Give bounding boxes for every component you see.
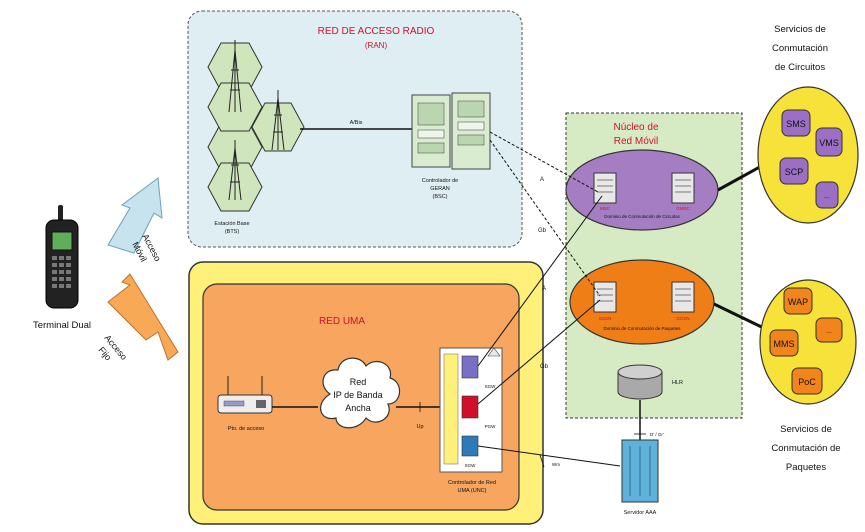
bsc-label-line1: Controlador de	[422, 178, 458, 184]
hlr-label: HLR	[672, 380, 683, 386]
unc-cabinet-icon	[439, 347, 503, 473]
sms-label: SMS	[786, 119, 806, 129]
cs-services-title-line3: de Circuitos	[775, 62, 825, 73]
ip-cloud-line1: Red	[350, 377, 367, 387]
core-title-line1: Núcleo de	[613, 122, 658, 133]
bsc-label-line2: GERAN	[430, 186, 450, 192]
bsc-cabinet-icon	[411, 92, 491, 170]
unc-card2-label: PGW	[485, 424, 497, 429]
mobile-phone-icon	[45, 205, 79, 309]
sgsn-server-icon	[593, 281, 617, 313]
ran-region: RED DE ACCESO RADIO (RAN) Estación Base …	[187, 10, 523, 248]
wap-node	[783, 287, 813, 315]
cs-more-node	[815, 181, 839, 209]
mms-node	[769, 329, 799, 357]
ps-services-ellipse	[759, 279, 857, 405]
up-label: Up	[416, 424, 423, 430]
access-point-icon	[217, 376, 273, 414]
unc-card3-label: SGW	[465, 463, 477, 468]
ps-services: WAP MMS ... PoC Servicios de Conmutación…	[759, 279, 857, 473]
cs-domain-caption: Dominio de Conmutación de Circuitos	[604, 214, 680, 219]
poc-node	[791, 367, 823, 395]
core-title-line2: Red Móvil	[614, 136, 658, 147]
ps-services-title-line3: Paquetes	[786, 462, 826, 473]
tower-icon	[228, 40, 242, 113]
hlr-database-icon	[617, 364, 663, 400]
bsc-label-line3: (BSC)	[433, 194, 448, 200]
poc-label: PoC	[798, 377, 816, 387]
uma-title: RED UMA	[319, 316, 365, 327]
unc-sgsn-link	[477, 299, 601, 405]
bts-label-line1: Estación Base	[214, 221, 249, 227]
unc-label-line1: Controlador de Red	[448, 480, 496, 486]
ip-cloud-icon	[320, 357, 401, 429]
bts-label-line2: (BTS)	[225, 229, 240, 235]
ps-services-title-line1: Servicios de	[780, 424, 832, 435]
tower-icon	[228, 140, 242, 201]
ap-label: Pto. de acceso	[228, 426, 264, 432]
abis-label: A/Bis	[350, 120, 363, 126]
aaa-server-icon	[621, 439, 659, 503]
cs-services-title-line2: Conmutación	[772, 43, 828, 54]
gmsc-label: GMSC	[676, 206, 690, 211]
unc-card1-label: SGW	[485, 384, 497, 389]
dual-terminal: Terminal Dual	[33, 205, 91, 331]
ggsn-label: GGSN	[676, 316, 689, 321]
ip-cloud-line3: Ancha	[345, 403, 371, 413]
ran-title-line2: (RAN)	[365, 41, 388, 50]
ps-domain-caption: Dominio de Conmutación de Paquetes	[603, 326, 681, 331]
ps-domain-ellipse	[569, 259, 715, 345]
sgsn-label: SGSN	[599, 316, 612, 321]
msc-label: MSC	[600, 206, 611, 211]
bsc-sgsn-link	[489, 139, 601, 297]
unc-msc-link	[477, 195, 603, 367]
unc-label-line2: UMA (UNC)	[457, 488, 486, 494]
scp-node	[779, 157, 809, 185]
ggsn-server-icon	[671, 281, 695, 313]
tower-icon	[271, 90, 285, 151]
cs-services-title-line1: Servicios de	[774, 24, 826, 35]
iface-wm-label: Wm	[552, 462, 560, 467]
bsc-msc-link	[489, 131, 599, 193]
ps-more-label: ...	[826, 328, 832, 335]
vms-node	[815, 127, 843, 157]
terminal-label: Terminal Dual	[33, 320, 91, 331]
iface-gb1-label: Gb	[538, 228, 547, 234]
iface-a1-label: A	[540, 177, 544, 183]
interface-links	[477, 131, 777, 468]
ps-more-node	[815, 317, 843, 343]
mms-label: MMS	[774, 339, 795, 349]
gmsc-server-icon	[671, 172, 695, 204]
mobile-access-arrow: Acceso Móvil	[107, 177, 163, 263]
iface-gb2-label: Gb	[540, 364, 549, 370]
scp-label: SCP	[785, 167, 804, 177]
cs-services: Servicios de Conmutación de Circuitos SM…	[757, 24, 859, 224]
sms-node	[781, 109, 811, 137]
iface-d-label: D' / Gr'	[650, 432, 664, 437]
vms-label: VMS	[819, 138, 839, 148]
fixed-access-arrow: Acceso Fijo	[96, 273, 179, 362]
cs-more-label: ...	[824, 193, 830, 200]
wm-tick	[539, 454, 545, 468]
cs-services-ellipse	[757, 86, 859, 224]
core-region: Núcleo de Red Móvil MSC GMSC Dominio de …	[565, 112, 743, 419]
aaa-label: Servidor AAA	[624, 510, 657, 516]
ps-services-title-line2: Conmutación de	[771, 443, 840, 454]
ip-cloud-line2: IP de Banda	[333, 390, 382, 400]
wap-label: WAP	[788, 297, 808, 307]
msc-server-icon	[593, 172, 617, 204]
unc-aaa-link	[477, 445, 621, 467]
iface-a2-label: A	[542, 286, 546, 292]
ran-title-line1: RED DE ACCESO RADIO	[318, 26, 435, 37]
uma-region: RED UMA Pto. de acceso Red IP de Banda A…	[188, 261, 544, 525]
